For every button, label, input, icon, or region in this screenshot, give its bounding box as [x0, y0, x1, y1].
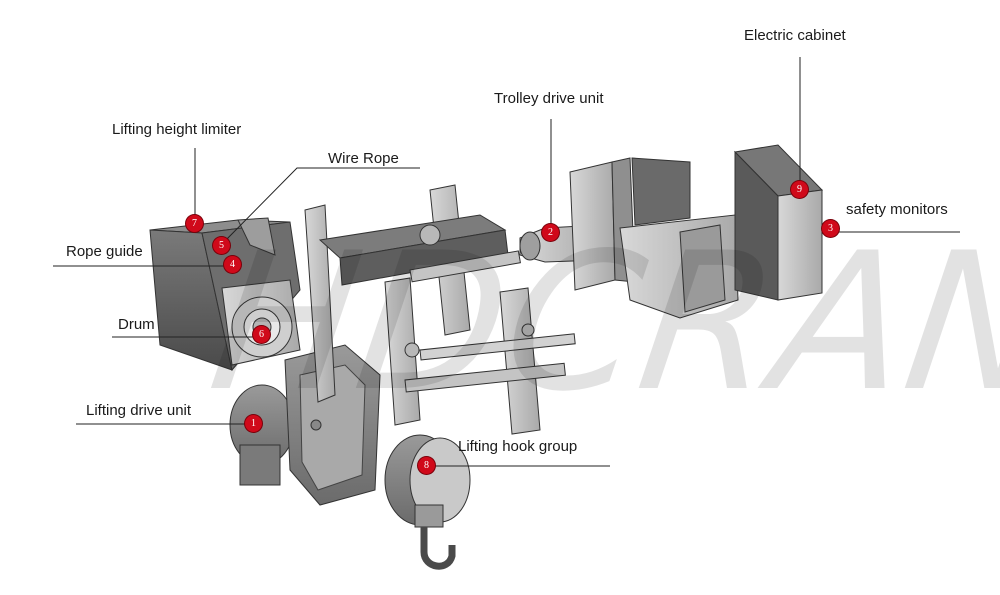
label-safety-monitors: safety monitors — [846, 201, 948, 218]
badge-1: 1 — [245, 415, 262, 432]
trolley-frame — [304, 184, 576, 435]
watermark: HDCRANE — [199, 212, 1000, 433]
badge-6: 6 — [253, 326, 270, 343]
badge-2: 2 — [542, 224, 559, 241]
badge-7: 7 — [186, 215, 203, 232]
label-lifting-height-limiter: Lifting height limiter — [112, 121, 242, 138]
leader-wire-rope — [221, 167, 420, 245]
leader-lines — [53, 57, 960, 467]
badge-5: 5 — [213, 237, 230, 254]
label-rope-guide: Rope guide — [66, 243, 143, 260]
label-drum: Drum — [118, 316, 155, 333]
badge-9: 9 — [791, 181, 808, 198]
side-frame — [569, 157, 739, 319]
label-trolley-drive-unit: Trolley drive unit — [494, 90, 604, 107]
badge-8: 8 — [418, 457, 435, 474]
label-lifting-drive-unit: Lifting drive unit — [86, 402, 192, 419]
label-electric-cabinet: Electric cabinet — [744, 27, 846, 44]
label-lifting-hook-group: Lifting hook group — [458, 438, 578, 455]
lifting-motor — [229, 344, 381, 506]
badge-4: 4 — [224, 256, 241, 273]
label-wire-rope: Wire Rope — [328, 150, 399, 167]
badge-3: 3 — [822, 220, 839, 237]
